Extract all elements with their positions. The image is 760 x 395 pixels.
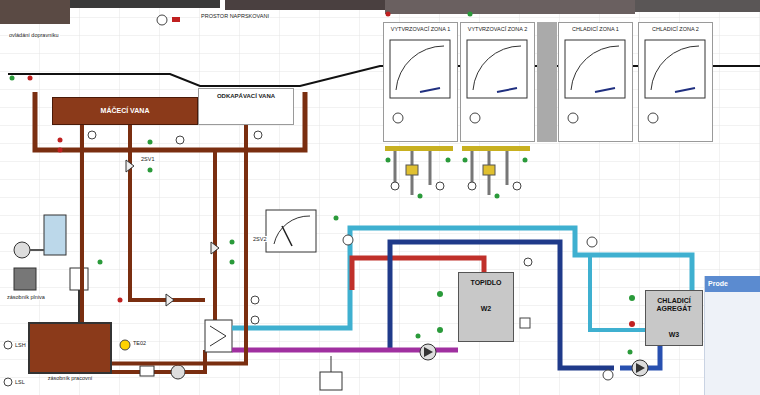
- zone-box: CHLADICÍ ZONA 2: [638, 22, 713, 142]
- sensor-label: LSL: [14, 379, 26, 385]
- tank-box: ODKAPÁVACÍ VANA: [198, 88, 294, 125]
- zone-box: CHLADICÍ ZONA 1: [558, 22, 633, 142]
- chiller-box: CHLADICÍ AGREGÁT W3: [645, 290, 703, 346]
- heater-box: TOPIDLO W2: [458, 272, 514, 342]
- node-code: W3: [648, 331, 700, 339]
- storage-tank: zásobník pracovní: [28, 322, 112, 374]
- node-code: W2: [461, 305, 511, 313]
- valve-label: 2SV2: [252, 236, 267, 242]
- node-title: zásobník pracovní: [20, 375, 120, 381]
- node-title: Prode: [705, 276, 760, 292]
- control-label: ovládání dopravníku: [8, 32, 60, 38]
- zone-box: VYTVRZOVACÍ ZONA 1: [383, 22, 458, 142]
- node-title: TOPIDLO: [461, 279, 511, 287]
- valve-label: 2SV1: [140, 156, 155, 162]
- node-title: CHLADICÍ ZONA 2: [641, 26, 710, 32]
- side-panel: Prode: [704, 276, 760, 395]
- node-title: VYTVRZOVACÍ ZONA 1: [386, 26, 455, 32]
- area-label: PROSTOR NAPRSKOVANI: [200, 13, 270, 19]
- zone-box: VYTVRZOVACÍ ZONA 2: [460, 22, 535, 142]
- pipe-connector: [80, 125, 84, 322]
- tank-box: MÁČECÍ VANA: [52, 97, 198, 125]
- sensor-label: LSH: [14, 342, 27, 348]
- node-title: CHLADICÍ AGREGÁT: [648, 297, 700, 313]
- node-title: VYTVRZOVACÍ ZONA 2: [463, 26, 532, 32]
- pipe-connector: [112, 125, 246, 364]
- tank-label: zásobník plniva: [6, 294, 46, 300]
- node-title: MÁČECÍ VANA: [101, 107, 150, 115]
- node-title: ODKAPÁVACÍ VANA: [202, 93, 290, 100]
- sensor-label: TE02: [132, 340, 147, 346]
- node-title: CHLADICÍ ZONA 1: [561, 26, 630, 32]
